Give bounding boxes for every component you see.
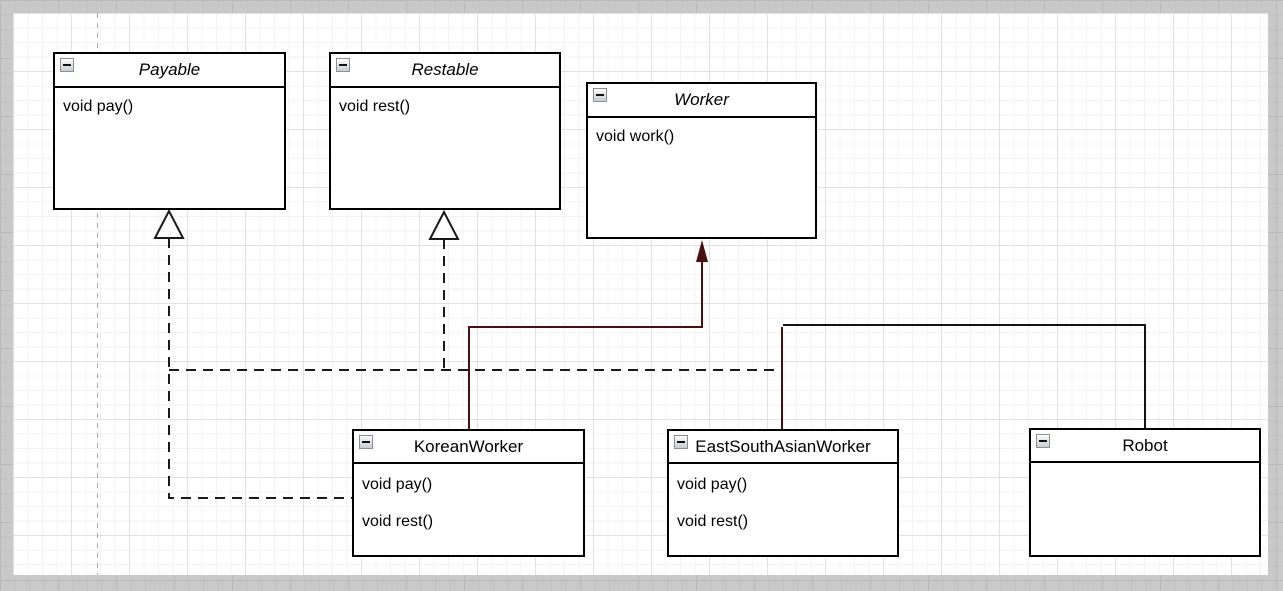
class-robot[interactable]: Robot bbox=[1029, 428, 1261, 557]
class-method: void pay() bbox=[362, 476, 433, 493]
class-header: Robot bbox=[1031, 430, 1259, 463]
class-eastsouthasianworker[interactable]: EastSouthAsianWorker void pay() void res… bbox=[667, 429, 899, 557]
hollow-triangle-arrowhead-restable bbox=[428, 209, 460, 240]
class-header: Payable bbox=[55, 54, 284, 88]
class-method: void work() bbox=[596, 128, 675, 145]
class-method: void rest() bbox=[362, 513, 434, 530]
generalization-edge-robot-worker[interactable] bbox=[783, 324, 1146, 428]
class-title: Restable bbox=[411, 60, 479, 79]
collapse-icon[interactable] bbox=[60, 58, 74, 72]
collapse-icon[interactable] bbox=[674, 435, 688, 449]
class-body: void pay() bbox=[55, 88, 284, 135]
class-body: void pay() void rest() bbox=[669, 464, 897, 550]
class-body: void pay() void rest() bbox=[354, 464, 583, 550]
page-boundary-divider bbox=[97, 13, 98, 575]
class-restable[interactable]: Restable void rest() bbox=[329, 52, 561, 210]
class-method: void rest() bbox=[339, 98, 411, 115]
class-koreanworker[interactable]: KoreanWorker void pay() void rest() bbox=[352, 429, 585, 557]
class-method: void rest() bbox=[677, 513, 749, 530]
collapse-icon[interactable] bbox=[359, 435, 373, 449]
generalization-edge-koreanworker-worker[interactable] bbox=[468, 245, 703, 429]
collapse-icon[interactable] bbox=[336, 58, 350, 72]
class-header: EastSouthAsianWorker bbox=[669, 431, 897, 464]
class-title: KoreanWorker bbox=[413, 436, 524, 456]
realization-edge-koreanworker-payable[interactable] bbox=[168, 238, 352, 499]
class-header: Worker bbox=[588, 84, 815, 118]
class-body: void work() bbox=[588, 118, 815, 165]
class-body bbox=[1031, 463, 1259, 475]
class-method: void pay() bbox=[677, 476, 748, 493]
class-worker[interactable]: Worker void work() bbox=[586, 82, 817, 239]
collapse-icon[interactable] bbox=[1036, 434, 1050, 448]
filled-arrowhead-worker bbox=[696, 240, 708, 262]
class-title: EastSouthAsianWorker bbox=[695, 436, 871, 456]
class-header: Restable bbox=[331, 54, 559, 88]
hollow-triangle-arrowhead-payable bbox=[153, 208, 185, 239]
class-body: void rest() bbox=[331, 88, 559, 135]
class-title: Worker bbox=[674, 90, 729, 109]
class-header: KoreanWorker bbox=[354, 431, 583, 464]
class-title: Payable bbox=[138, 60, 201, 79]
collapse-icon[interactable] bbox=[593, 88, 607, 102]
class-title: Robot bbox=[1122, 435, 1168, 455]
class-payable[interactable]: Payable void pay() bbox=[53, 52, 286, 210]
class-method: void pay() bbox=[63, 98, 134, 115]
